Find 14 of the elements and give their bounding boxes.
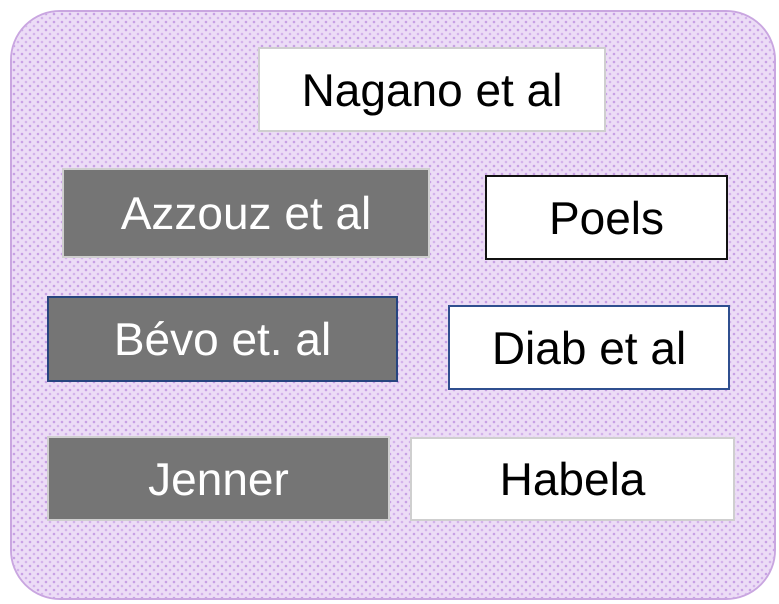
- label-box: [62, 168, 430, 258]
- group-panel: [10, 10, 776, 600]
- label-box: [410, 437, 735, 521]
- author-label: Bévo et. al: [114, 316, 332, 362]
- author-label: Jenner: [148, 456, 289, 502]
- label-box: [258, 47, 606, 132]
- label-box: [448, 305, 730, 390]
- author-label: Poels: [548, 194, 664, 240]
- author-label: Diab et al: [492, 324, 686, 370]
- label-box: [47, 296, 398, 382]
- author-label: Habela: [500, 456, 646, 502]
- label-box: [47, 436, 390, 521]
- label-box: [485, 175, 728, 260]
- author-label: Azzouz et al: [120, 190, 372, 236]
